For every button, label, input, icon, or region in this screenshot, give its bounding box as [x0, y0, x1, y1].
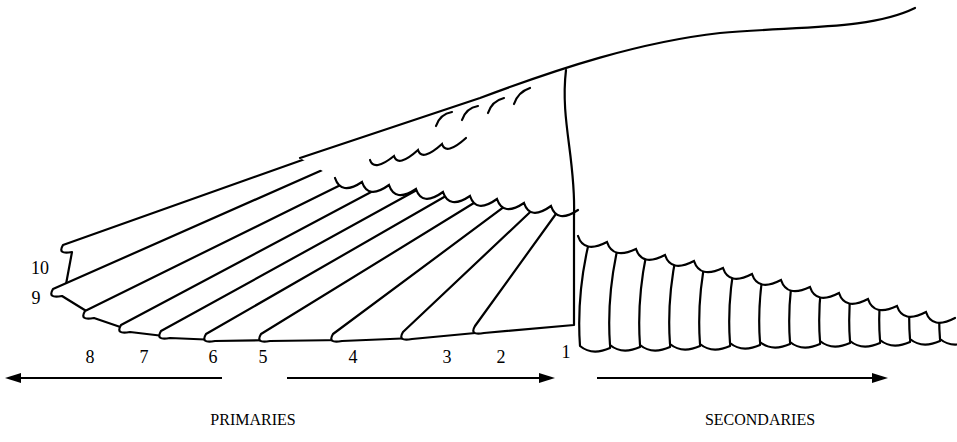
coverts: [300, 0, 957, 323]
feather-number: 3: [443, 347, 452, 367]
feather-number-box: 2: [497, 348, 506, 366]
feather-number: 9: [32, 288, 41, 308]
secondary-covert-row: [578, 236, 955, 323]
wing-leading-edge: [300, 8, 915, 158]
range-arrows: [5, 373, 888, 383]
alula-feather: [436, 112, 452, 126]
section-label-box: PRIMARIES: [210, 412, 295, 428]
alula-feather: [514, 88, 530, 104]
feather-number-box: 5: [259, 348, 268, 366]
feather-number-box: 8: [86, 348, 95, 366]
feather-number-box: 10: [31, 259, 49, 277]
feather-number-box: 6: [209, 348, 218, 366]
section-label-box: SECONDARIES: [705, 412, 815, 428]
arrow-line: [12, 377, 222, 379]
feather-number-box: 4: [349, 348, 358, 366]
feather-number: 7: [140, 347, 149, 367]
alula-feather: [488, 98, 504, 113]
arrow-head: [539, 373, 555, 383]
covert-area: [578, 200, 957, 323]
alula-feather: [462, 106, 478, 120]
feather-number-box: 3: [443, 348, 452, 366]
feather-number-box: 1: [562, 343, 571, 361]
wing-boundary: [565, 70, 575, 215]
feather-number: 2: [497, 347, 506, 367]
section-label: SECONDARIES: [705, 411, 815, 428]
section-label: PRIMARIES: [210, 411, 295, 428]
feather-number: 1: [562, 342, 571, 362]
feather-number: 6: [209, 347, 218, 367]
covert-lines: [300, 8, 955, 323]
feather-number-box: 9: [32, 289, 41, 307]
feather-number-box: 7: [140, 348, 149, 366]
feather-number: 5: [259, 347, 268, 367]
arrow-head: [872, 373, 888, 383]
arrow-line: [597, 377, 881, 379]
primary-feather: [473, 200, 574, 334]
feather-number: 10: [31, 258, 49, 278]
feather-number: 8: [86, 347, 95, 367]
arrow-head: [5, 373, 21, 383]
median-covert-row: [370, 138, 466, 165]
arrow-line: [287, 377, 548, 379]
primary-covert-row: [335, 178, 578, 216]
covert-area: [335, 170, 578, 216]
feather-number: 4: [349, 347, 358, 367]
